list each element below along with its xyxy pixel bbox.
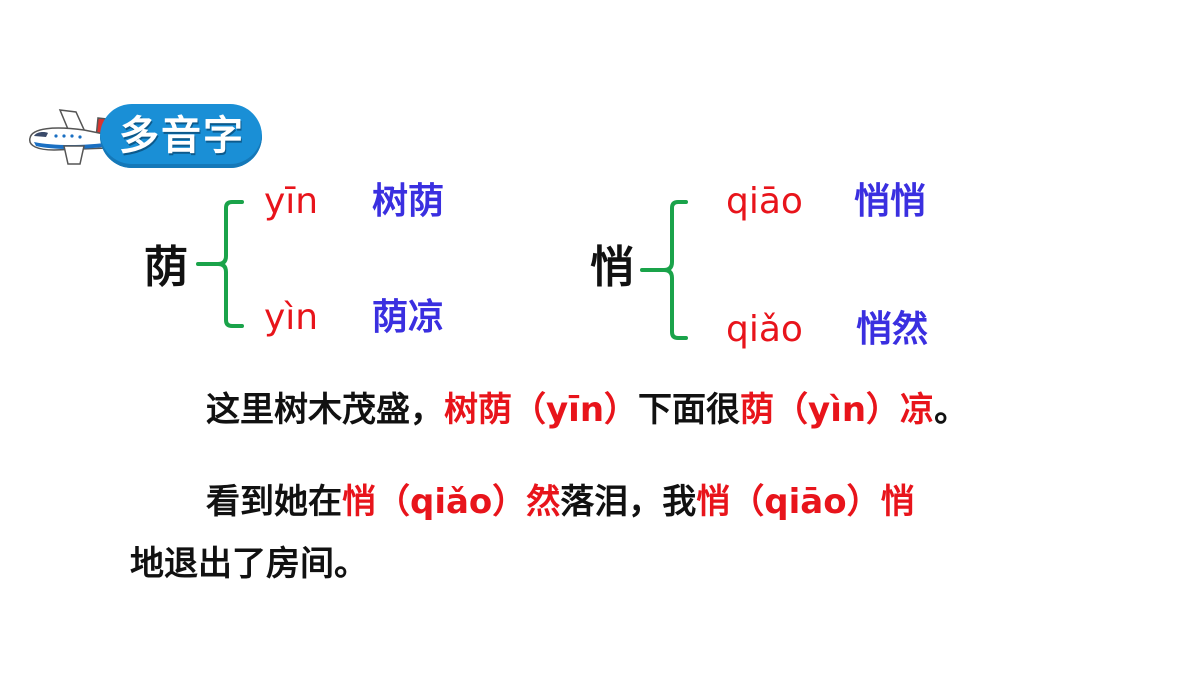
example-sentence-1: 这里树木茂盛，树荫（yīn）下面很荫（yìn）凉。 <box>206 388 968 432</box>
sentence-text: 下面很 <box>638 390 741 430</box>
sentence-highlight: 悄（qiāo）悄 <box>696 482 915 522</box>
example-word: 荫凉 <box>372 297 445 338</box>
pinyin-reading: qiāo <box>726 181 803 222</box>
brace-icon <box>640 200 688 340</box>
sentence-text: 落泪，我 <box>560 482 697 522</box>
polyphone-char-yin: 荫 <box>144 242 188 293</box>
example-sentence-2-continued: 地退出了房间。 <box>130 544 368 584</box>
sentence-highlight: 树荫（yīn） <box>444 390 639 430</box>
sentence-highlight: 悄（qiǎo）然 <box>342 482 561 522</box>
example-sentence-2: 看到她在悄（qiǎo）然落泪，我悄（qiāo）悄 <box>206 480 915 524</box>
airplane-icon <box>24 108 124 172</box>
header-badge <box>100 104 262 168</box>
badge-title: 多音字 <box>119 113 245 159</box>
example-word: 悄悄 <box>854 181 927 222</box>
sentence-text: 这里树木茂盛， <box>206 390 444 430</box>
brace-icon <box>196 200 244 328</box>
pinyin-reading: qiǎo <box>726 309 803 350</box>
pinyin-reading: yìn <box>264 297 319 338</box>
polyphone-char-qiao: 悄 <box>590 242 634 293</box>
sentence-text: 看到她在 <box>206 482 342 522</box>
sentence-text: 。 <box>934 390 969 430</box>
example-word: 树荫 <box>372 181 445 222</box>
sentence-highlight: 荫（yìn）凉 <box>740 390 935 430</box>
pinyin-reading: yīn <box>264 181 319 222</box>
example-word: 悄然 <box>856 309 929 350</box>
